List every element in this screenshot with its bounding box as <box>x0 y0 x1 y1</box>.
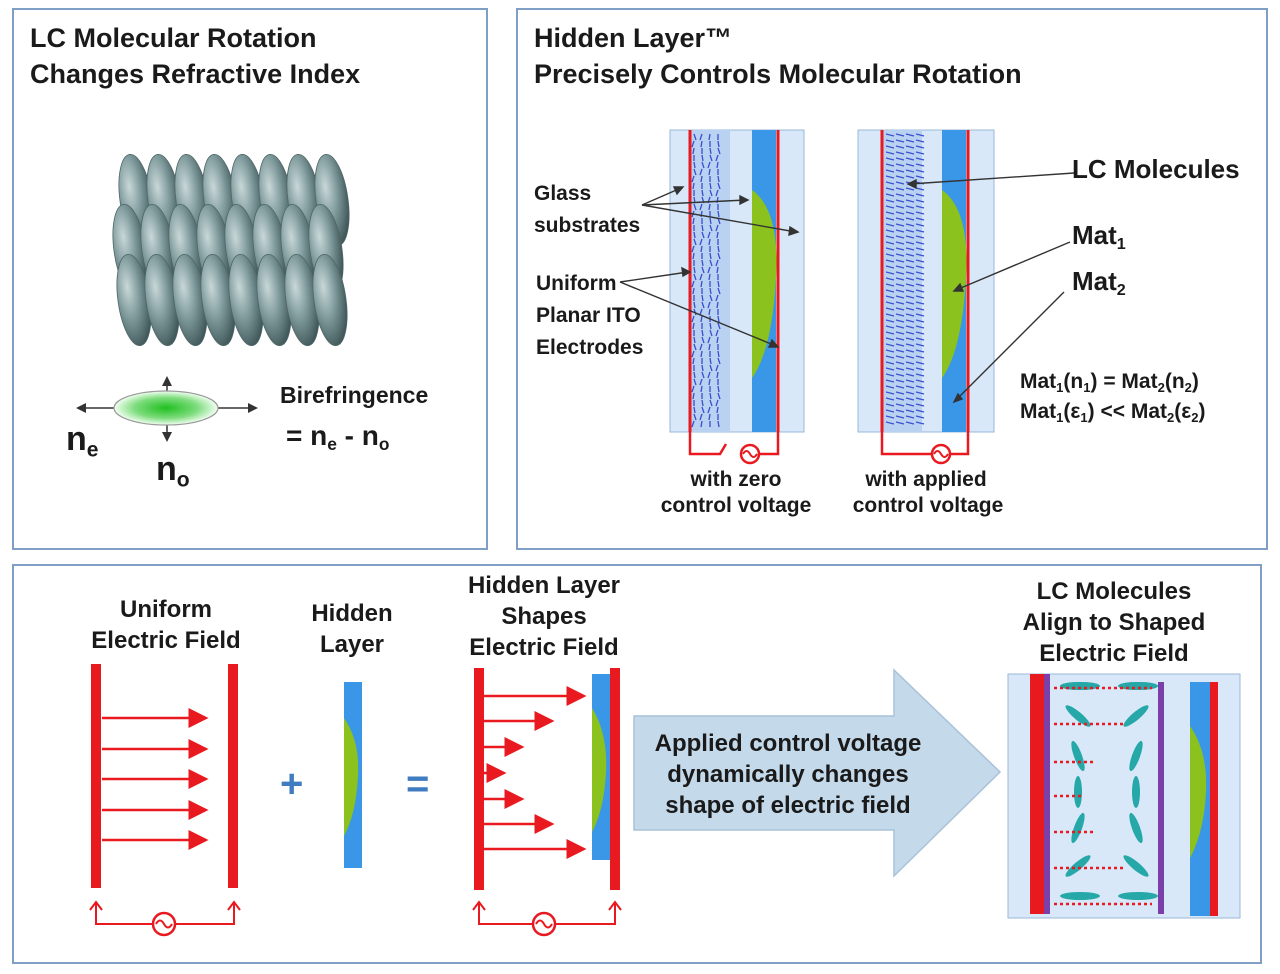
glass-label-line1: Glass <box>534 182 592 205</box>
arrow-text-line1: Applied control voltage <box>654 730 922 757</box>
lc-molecules-cluster <box>112 153 350 347</box>
panel2-title-line2: Precisely Controls Molecular Rotation <box>534 59 1022 89</box>
ito-label-line1: Uniform <box>536 272 617 295</box>
panel2-title-line1: Hidden Layer™ <box>534 23 733 53</box>
mat2-label: Mat2 <box>1072 266 1126 299</box>
lc-molecules-label: LC Molecules <box>1072 154 1240 184</box>
lc-molecule-cluster-illustration <box>76 153 350 442</box>
lc-molecule <box>1123 705 1149 727</box>
panel-electric-field: Uniform Electric Field Hidden Layer Hidd… <box>12 564 1262 964</box>
ne-label: ne <box>66 420 99 462</box>
hidden-label-line2: Layer <box>319 631 385 658</box>
panel-refractive-index: LC Molecular Rotation Changes Refractive… <box>12 8 488 550</box>
plus-symbol: + <box>280 762 304 806</box>
lc-molecule <box>1123 855 1149 877</box>
mat1-label: Mat1 <box>1072 220 1126 253</box>
panel1-title-line2: Changes Refractive Index <box>30 59 361 89</box>
glass-label-line2: substrates <box>534 214 641 237</box>
lc-alignment-cell <box>1007 673 1241 919</box>
equation-refractive-match: Mat1(n1) = Mat2(n2) <box>1020 370 1199 395</box>
lc-molecule <box>1065 705 1091 727</box>
lc-cell-zero-voltage <box>669 129 805 465</box>
panel1-title-line1: LC Molecular Rotation <box>30 23 317 53</box>
hidden-layer-diagram <box>344 682 362 868</box>
hidden-label-line1: Hidden <box>311 600 393 627</box>
arrow-text-line2: dynamically changes <box>667 761 909 788</box>
lc-molecule <box>1074 776 1082 808</box>
shaped-field-diagram <box>472 668 622 937</box>
lc-molecule <box>1060 892 1100 900</box>
lc-molecule <box>1118 892 1158 900</box>
big-process-arrow <box>633 668 1002 878</box>
align-label-line2: Align to Shaped <box>1022 609 1206 636</box>
lc-molecule <box>1129 812 1143 844</box>
arrow-text-line3: shape of electric field <box>665 792 911 819</box>
lc-molecule <box>1071 812 1085 844</box>
uniform-label-line1: Uniform <box>120 596 212 623</box>
birefringence-label: Birefringence <box>280 382 429 408</box>
cell2-caption-line2: control voltage <box>852 494 1004 517</box>
panel-hidden-layer: Hidden Layer™ Precisely Controls Molecul… <box>516 8 1268 550</box>
lc-molecule <box>1132 776 1140 808</box>
lc-molecule <box>1129 740 1143 772</box>
shapes-label-line1: Hidden Layer <box>467 572 621 599</box>
lc-molecule <box>312 253 348 347</box>
align-label-line3: Electric Field <box>1039 640 1189 667</box>
equals-symbol: = <box>406 762 430 806</box>
equation-permittivity-contrast: Mat1(ε1) << Mat2(ε2) <box>1020 400 1206 425</box>
cell1-caption-line1: with zero <box>690 468 782 491</box>
cell2-caption-line1: with applied <box>865 468 987 491</box>
lc-molecule <box>1071 740 1085 772</box>
align-label-line1: LC Molecules <box>1036 578 1192 605</box>
uniform-label-line2: Electric Field <box>91 627 241 654</box>
cell1-caption-line2: control voltage <box>660 494 812 517</box>
index-ellipsoid-icon <box>76 376 258 442</box>
birefringence-equation: = ne - no <box>286 420 390 455</box>
electric-field-illustrations <box>89 664 1241 937</box>
shapes-label-line2: Shapes <box>501 603 587 630</box>
shapes-label-line3: Electric Field <box>469 634 619 661</box>
lc-cell-cross-sections <box>619 129 1075 465</box>
lc-molecule <box>1065 855 1091 877</box>
callout-lines <box>619 172 1075 404</box>
uniform-field-diagram <box>89 664 241 937</box>
ito-label-line2: Planar ITO <box>536 304 641 327</box>
no-label: no <box>156 450 190 492</box>
ito-label-line3: Electrodes <box>536 336 644 359</box>
